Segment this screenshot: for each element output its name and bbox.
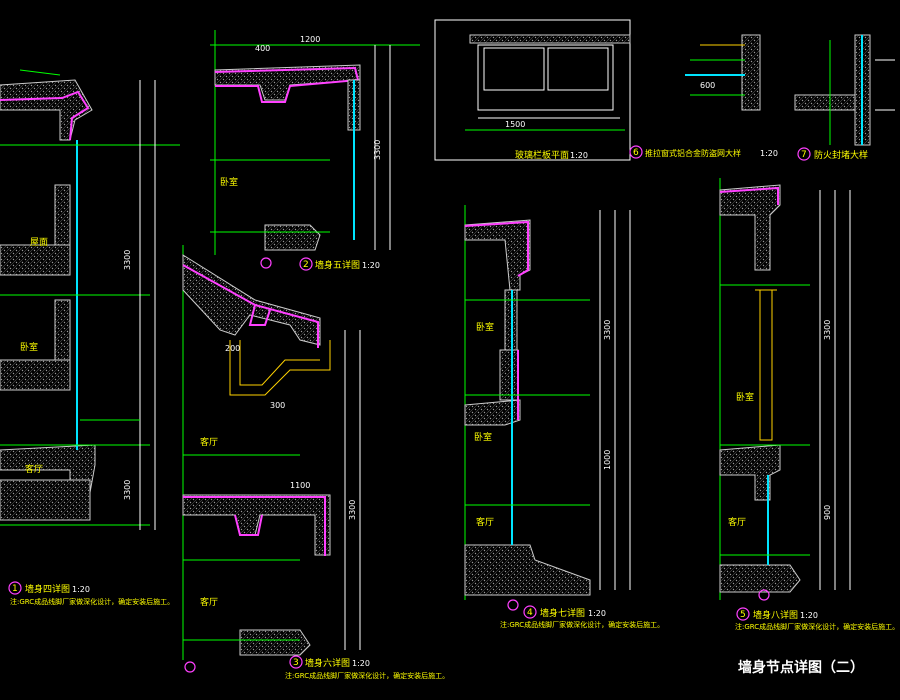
detail-6-title: 6 推拉窗式铝合金防盗网大样 1:20 <box>629 145 778 159</box>
detail-6-number: 6 <box>633 148 639 158</box>
detail-1-title: 1 墙身四详图 1:20 注:GRC成品线脚厂家做深化设计，确定安装后施工。 <box>8 581 174 606</box>
detail-5-note: 注:GRC成品线脚厂家做深化设计，确定安装后施工。 <box>735 622 899 631</box>
dim-4: 1200 <box>300 35 320 44</box>
detail-2-title-text: 墙身五详图 <box>315 259 360 271</box>
svg-text:客厅: 客厅 <box>200 436 218 448</box>
dim-11: 600 <box>700 81 715 90</box>
detail-1-title-text: 墙身四详图 <box>25 583 70 595</box>
detail-2-title: 2 墙身五详图 1:20 <box>299 257 380 271</box>
dim-13: 1000 <box>603 450 612 470</box>
detail-4-title: 4 墙身七详图 1:20 注:GRC成品线脚厂家做深化设计，确定安装后施工。 <box>500 605 664 629</box>
detail-1-note: 注:GRC成品线脚厂家做深化设计，确定安装后施工。 <box>10 597 174 606</box>
svg-text:卧室: 卧室 <box>20 341 38 353</box>
dim-5: 3300 <box>373 140 382 160</box>
detail-3-wall-section: 客厅 客厅 1100 300 200 3300 <box>182 245 361 673</box>
svg-text:客厅: 客厅 <box>476 516 494 528</box>
detail-2-scale: 1:20 <box>362 261 380 270</box>
detail-1-number: 1 <box>12 584 18 594</box>
detail-3-note: 注:GRC成品线脚厂家做深化设计，确定安装后施工。 <box>285 671 449 680</box>
detail-3-scale: 1:20 <box>352 659 370 668</box>
dim-9: 3300 <box>348 500 357 520</box>
plan-title-text: 玻璃栏板平面 <box>515 149 569 161</box>
svg-text:屋面: 屋面 <box>30 237 48 248</box>
detail-6-scale: 1:20 <box>760 149 778 158</box>
dim-2: 3300 <box>123 480 132 500</box>
detail-7-title: 7 防火封堵大样 <box>797 147 868 161</box>
detail-2-number: 2 <box>303 260 309 270</box>
plan-title: 玻璃栏板平面 1:20 <box>515 149 588 161</box>
svg-text:卧室: 卧室 <box>736 391 754 403</box>
detail-4-number: 4 <box>527 608 533 618</box>
dim-1: 3300 <box>123 250 132 270</box>
detail-6-window-guard: 600 <box>685 34 761 111</box>
detail-5-number: 5 <box>740 610 746 620</box>
dim-6: 1100 <box>290 481 310 490</box>
svg-text:客厅: 客厅 <box>200 596 218 608</box>
svg-text:客厅: 客厅 <box>728 516 746 528</box>
detail-7-number: 7 <box>801 150 807 160</box>
plan-scale: 1:20 <box>570 151 588 160</box>
axis-bubble <box>184 661 196 673</box>
detail-5-wall-section: 卧室 客厅 3300 900 <box>719 178 851 601</box>
axis-bubble <box>507 599 519 611</box>
axis-bubble <box>758 589 770 601</box>
svg-text:卧室: 卧室 <box>220 176 238 188</box>
detail-6-title-text: 推拉窗式铝合金防盗网大样 <box>645 148 741 158</box>
dim-10: 1500 <box>505 120 525 129</box>
glass-railing-plan: 1500 <box>434 19 631 161</box>
detail-7-title-text: 防火封堵大样 <box>814 149 868 161</box>
detail-3-title: 3 墙身六详图 1:20 注:GRC成品线脚厂家做深化设计，确定安装后施工。 <box>285 655 449 680</box>
detail-4-scale: 1:20 <box>588 609 606 618</box>
dim-8: 200 <box>225 344 240 353</box>
detail-2-wall-section: 卧室 400 1200 3300 <box>210 30 420 269</box>
detail-1-wall-section: 屋面 卧室 客厅 3300 3300 <box>0 69 180 530</box>
svg-text:卧室: 卧室 <box>476 321 494 333</box>
dim-15: 900 <box>823 505 832 520</box>
dim-14: 3300 <box>823 320 832 340</box>
axis-bubble <box>260 257 272 269</box>
detail-4-title-text: 墙身七详图 <box>540 607 585 619</box>
detail-5-title-text: 墙身八详图 <box>753 609 798 621</box>
svg-text:客厅: 客厅 <box>25 463 43 475</box>
detail-5-scale: 1:20 <box>800 611 818 620</box>
detail-3-title-text: 墙身六详图 <box>305 657 350 669</box>
detail-3-number: 3 <box>293 658 299 668</box>
detail-1-scale: 1:20 <box>72 585 90 594</box>
svg-text:卧室: 卧室 <box>474 431 492 443</box>
detail-5-title: 5 墙身八详图 1:20 注:GRC成品线脚厂家做深化设计，确定安装后施工。 <box>735 607 899 631</box>
dim-12: 3300 <box>603 320 612 340</box>
dim-3: 400 <box>255 44 270 53</box>
sheet-title: 墙身节点详图（二） <box>738 659 864 676</box>
detail-7-fire-stop <box>794 34 895 146</box>
detail-4-note: 注:GRC成品线脚厂家做深化设计，确定安装后施工。 <box>500 620 664 629</box>
detail-4-wall-section: 卧室 卧室 客厅 3300 1000 <box>464 205 631 611</box>
dim-7: 300 <box>270 401 285 410</box>
